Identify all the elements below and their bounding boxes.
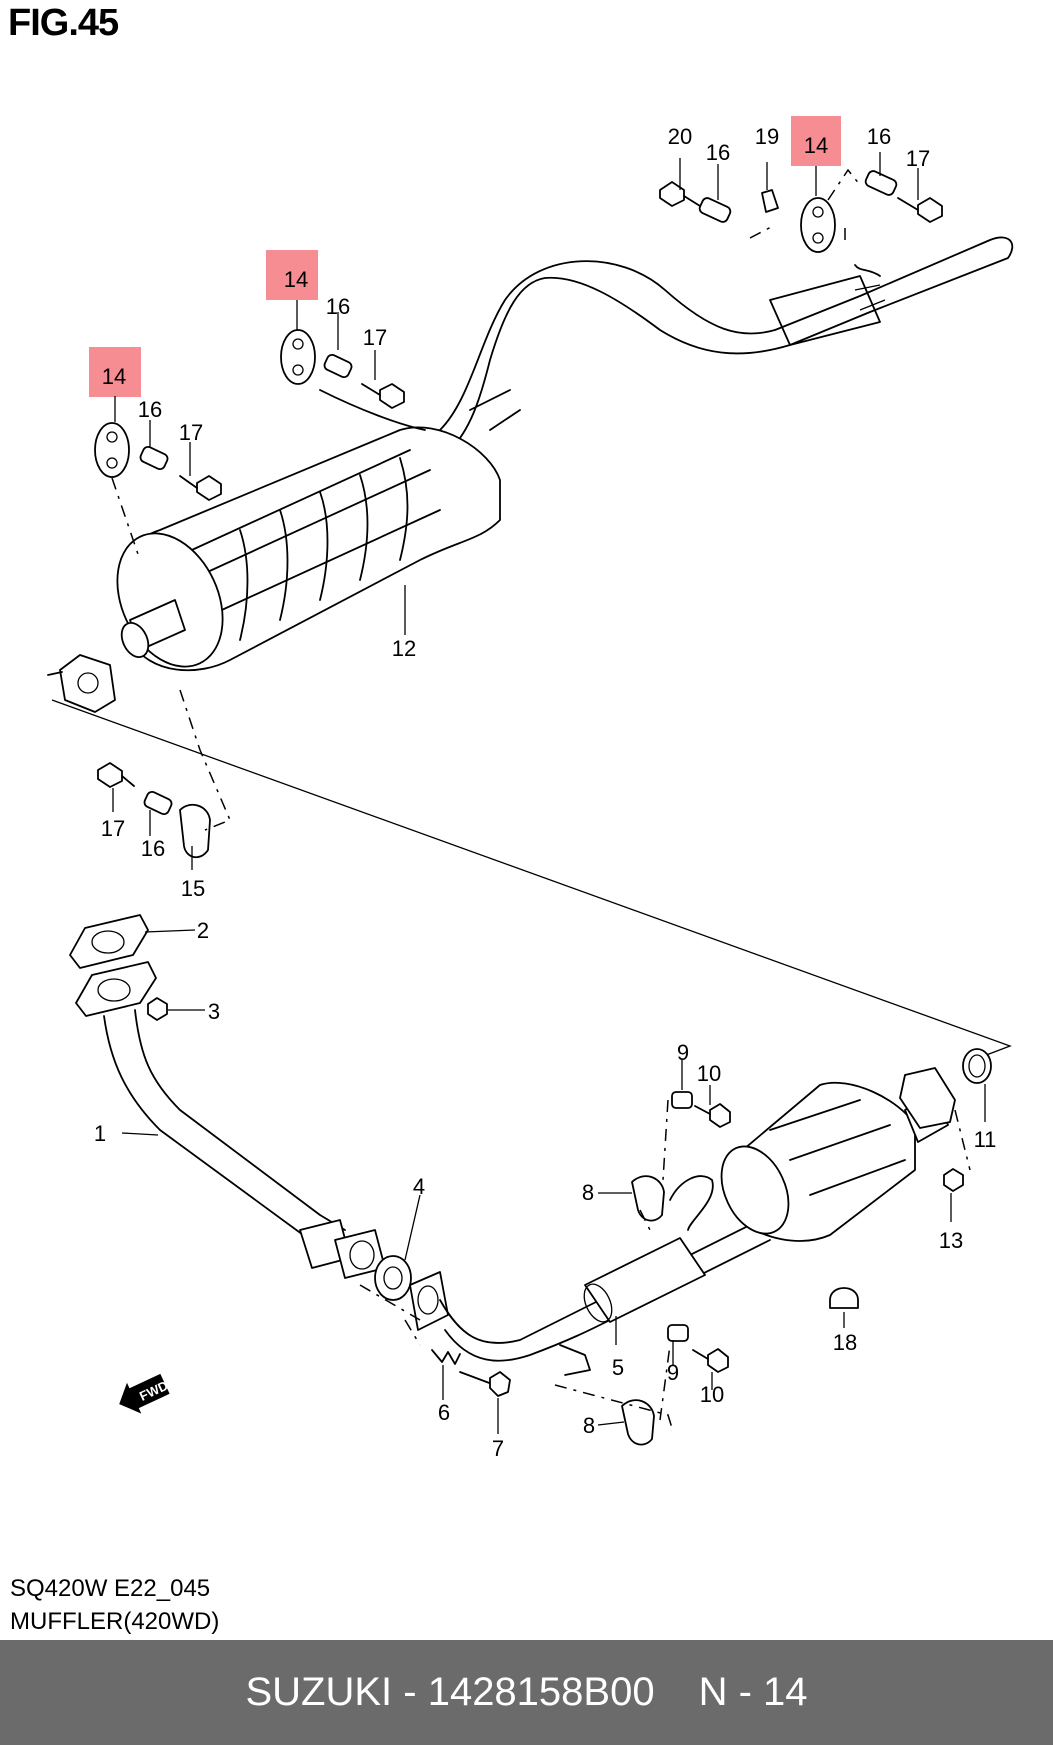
label-3: 3 xyxy=(208,999,220,1024)
label-7: 7 xyxy=(492,1436,504,1461)
label-17: 17 xyxy=(906,146,930,171)
nut xyxy=(147,997,168,1021)
spring xyxy=(431,1349,461,1365)
label-17: 17 xyxy=(179,420,203,445)
seal-ring xyxy=(374,1255,412,1301)
label-16: 16 xyxy=(138,397,162,422)
clip xyxy=(761,189,779,213)
highlight-box xyxy=(791,116,841,166)
label-5: 5 xyxy=(612,1355,624,1380)
figure-title: FIG.45 xyxy=(8,2,119,44)
label-2: 2 xyxy=(197,918,209,943)
label-8: 8 xyxy=(582,1180,594,1205)
cap xyxy=(829,1287,859,1309)
hanger-rubber-upper-right xyxy=(800,197,836,253)
label-17: 17 xyxy=(101,816,125,841)
label-14: 14 xyxy=(102,364,126,389)
label-9: 9 xyxy=(667,1360,679,1385)
label-15: 15 xyxy=(181,876,205,901)
bolt xyxy=(692,1103,731,1373)
hanger-bracket xyxy=(621,1399,655,1446)
gasket-ring xyxy=(962,1048,992,1084)
label-4: 4 xyxy=(413,1174,425,1199)
exhaust-diagram: FWD 20 16 19 14 16 17 14 16 17 14 16 17 … xyxy=(47,116,1014,1461)
label-17: 17 xyxy=(363,325,387,350)
resonator xyxy=(584,1237,706,1323)
label-6: 6 xyxy=(438,1400,450,1425)
label-10: 10 xyxy=(697,1061,721,1086)
nut xyxy=(943,1168,964,1192)
tail-pipe xyxy=(439,236,1014,451)
label-16: 16 xyxy=(326,294,350,319)
label-14: 14 xyxy=(284,267,308,292)
leader-lines xyxy=(112,152,986,1434)
collar xyxy=(139,170,898,815)
rear-flange xyxy=(899,1067,956,1129)
bushing xyxy=(667,1091,693,1342)
label-18: 18 xyxy=(833,1330,857,1355)
hanger-rubber-left xyxy=(94,422,130,478)
hanger-rubber-mid xyxy=(280,329,316,385)
bolt xyxy=(97,181,943,788)
label-19: 19 xyxy=(755,124,779,149)
label-10: 10 xyxy=(700,1382,724,1407)
front-flange xyxy=(75,961,157,1017)
forward-arrow: FWD xyxy=(119,1373,170,1414)
label-16: 16 xyxy=(141,836,165,861)
label-11: 11 xyxy=(974,1127,997,1152)
gasket xyxy=(69,914,149,969)
label-8: 8 xyxy=(583,1413,595,1438)
hanger-bracket xyxy=(179,803,211,859)
diagram-code: SQ420W E22_045 xyxy=(10,1575,211,1602)
label-16: 16 xyxy=(867,124,891,149)
muffler-flange xyxy=(59,654,116,713)
label-9: 9 xyxy=(677,1040,689,1065)
highlight-box xyxy=(89,347,141,397)
label-1: 1 xyxy=(94,1121,106,1146)
label-16: 16 xyxy=(706,140,730,165)
footer-bar: SUZUKI - 1428158B00 N - 14 xyxy=(0,1640,1053,1745)
highlight-box xyxy=(266,250,318,300)
label-12: 12 xyxy=(392,636,416,661)
footer-ref: N - 14 xyxy=(698,1670,808,1714)
diagram-name: MUFFLER(420WD) xyxy=(10,1608,220,1635)
label-13: 13 xyxy=(939,1228,963,1253)
tail-resonator xyxy=(769,275,881,346)
footer-part-number: SUZUKI - 1428158B00 xyxy=(245,1670,655,1714)
front-pipe xyxy=(103,1009,346,1256)
label-14: 14 xyxy=(804,133,828,158)
label-20: 20 xyxy=(668,124,692,149)
center-pipe xyxy=(439,1214,771,1362)
hanger-bracket xyxy=(631,1175,665,1222)
